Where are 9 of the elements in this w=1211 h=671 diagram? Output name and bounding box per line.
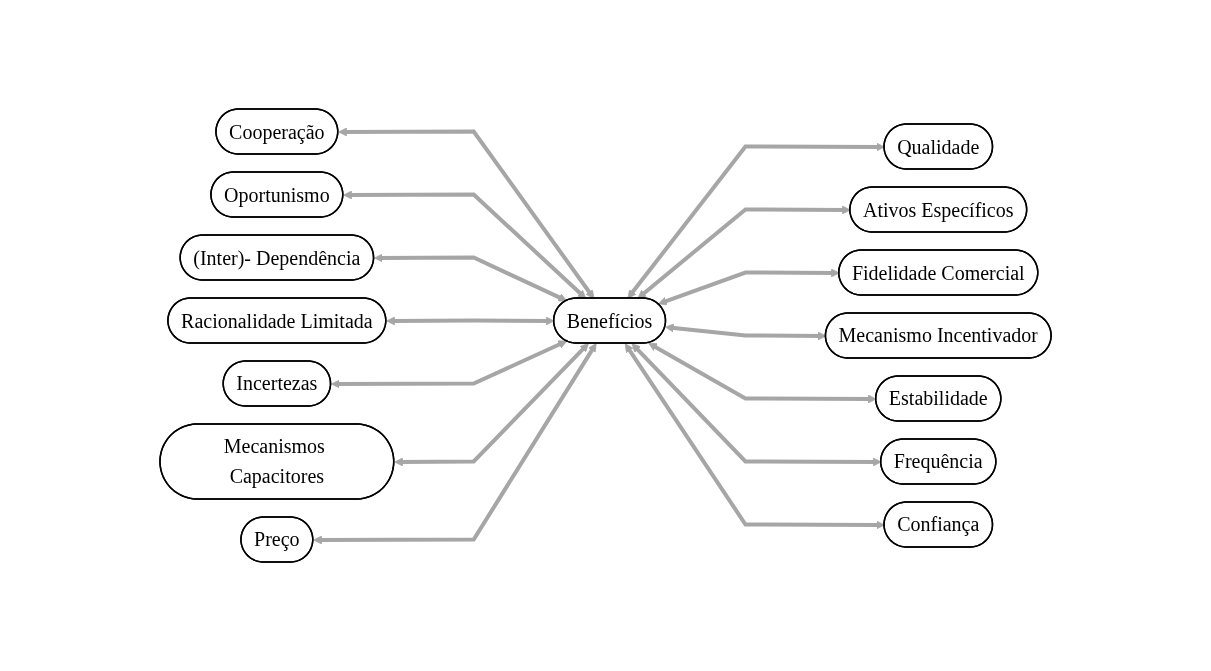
arrow [338,127,595,299]
arrow [313,343,597,545]
arrow [374,253,568,302]
arrow [637,205,851,299]
arrow [330,340,568,389]
arrow [627,142,885,299]
arrow [394,343,589,467]
arrow [624,343,885,530]
arrow [343,190,587,299]
